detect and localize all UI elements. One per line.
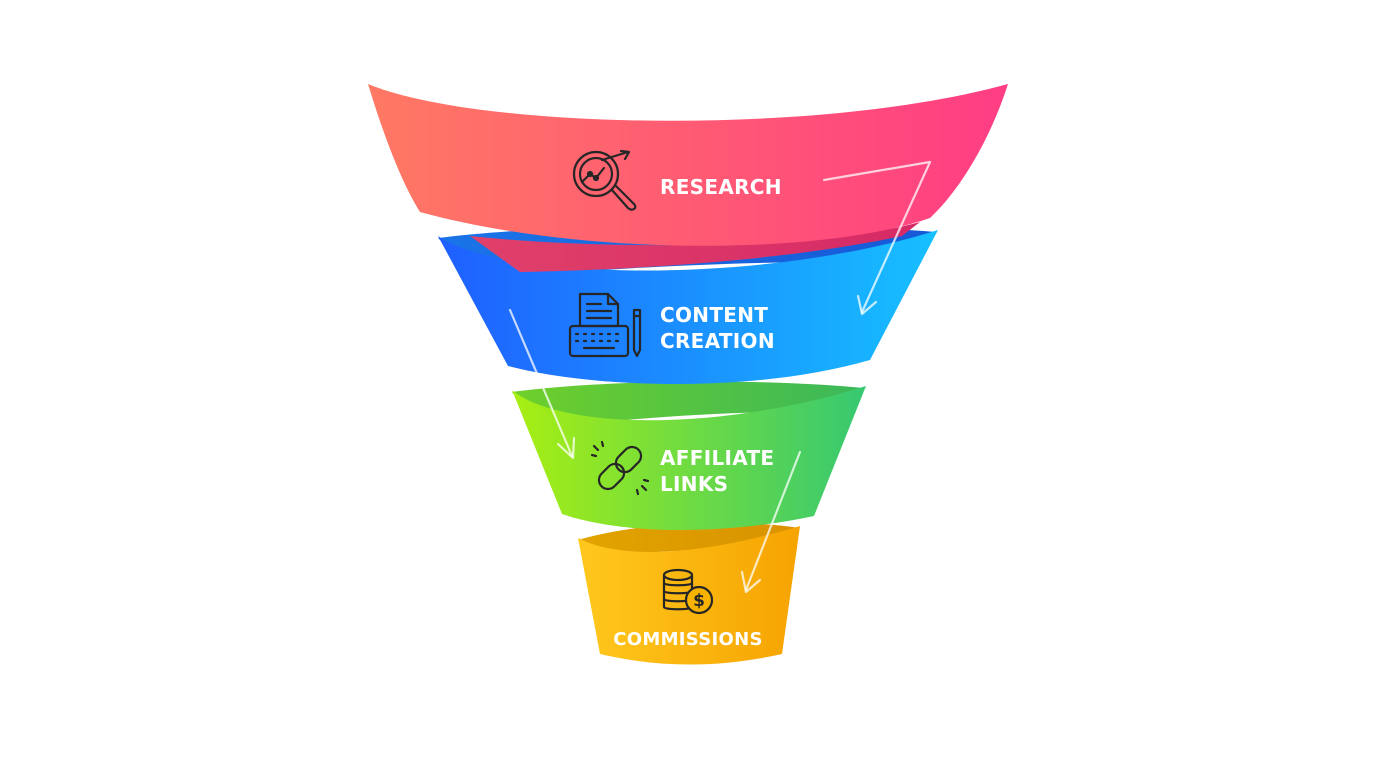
flow-arrow-content-to-affiliate [508,308,576,460]
stage-commissions-inner-fold [578,522,800,560]
stage-affiliate-links-label: AFFILIATE LINKS [660,446,782,496]
flow-arrows [508,160,932,594]
stage-affiliate-links-band [512,386,866,531]
stage-content-creation-label-line-2: CREATION [660,329,775,353]
stage-affiliate-links-label-line-2: LINKS [660,472,728,496]
stage-affiliate-links-label-line-1: AFFILIATE [660,446,774,470]
stage-research-label: RESEARCH [660,175,782,199]
stage-affiliate-links: AFFILIATE LINKS [512,381,866,531]
typewriter-document-icon [568,292,642,358]
magnifier-chart-icon [572,149,637,211]
chain-link-icon [590,440,650,496]
coin-stack-icon: $ [662,568,714,615]
stage-content-creation-label-line-1: CONTENT [660,303,768,327]
flow-arrow-research-to-content [822,160,932,316]
flow-arrow-affiliate-to-commissions [740,450,802,594]
svg-text:$: $ [693,591,705,611]
stage-commissions: $ COMMISSIONS [578,522,800,665]
stage-commissions-label: COMMISSIONS [613,629,762,650]
stage-commissions-label-line: COMMISSIONS [613,629,762,650]
stage-research: RESEARCH [368,84,1008,272]
stage-content-creation-label: CONTENT CREATION [660,303,775,353]
stage-research-band [368,84,1008,246]
stage-research-label-line: RESEARCH [660,175,782,199]
stage-research-inner-fold [470,222,920,272]
